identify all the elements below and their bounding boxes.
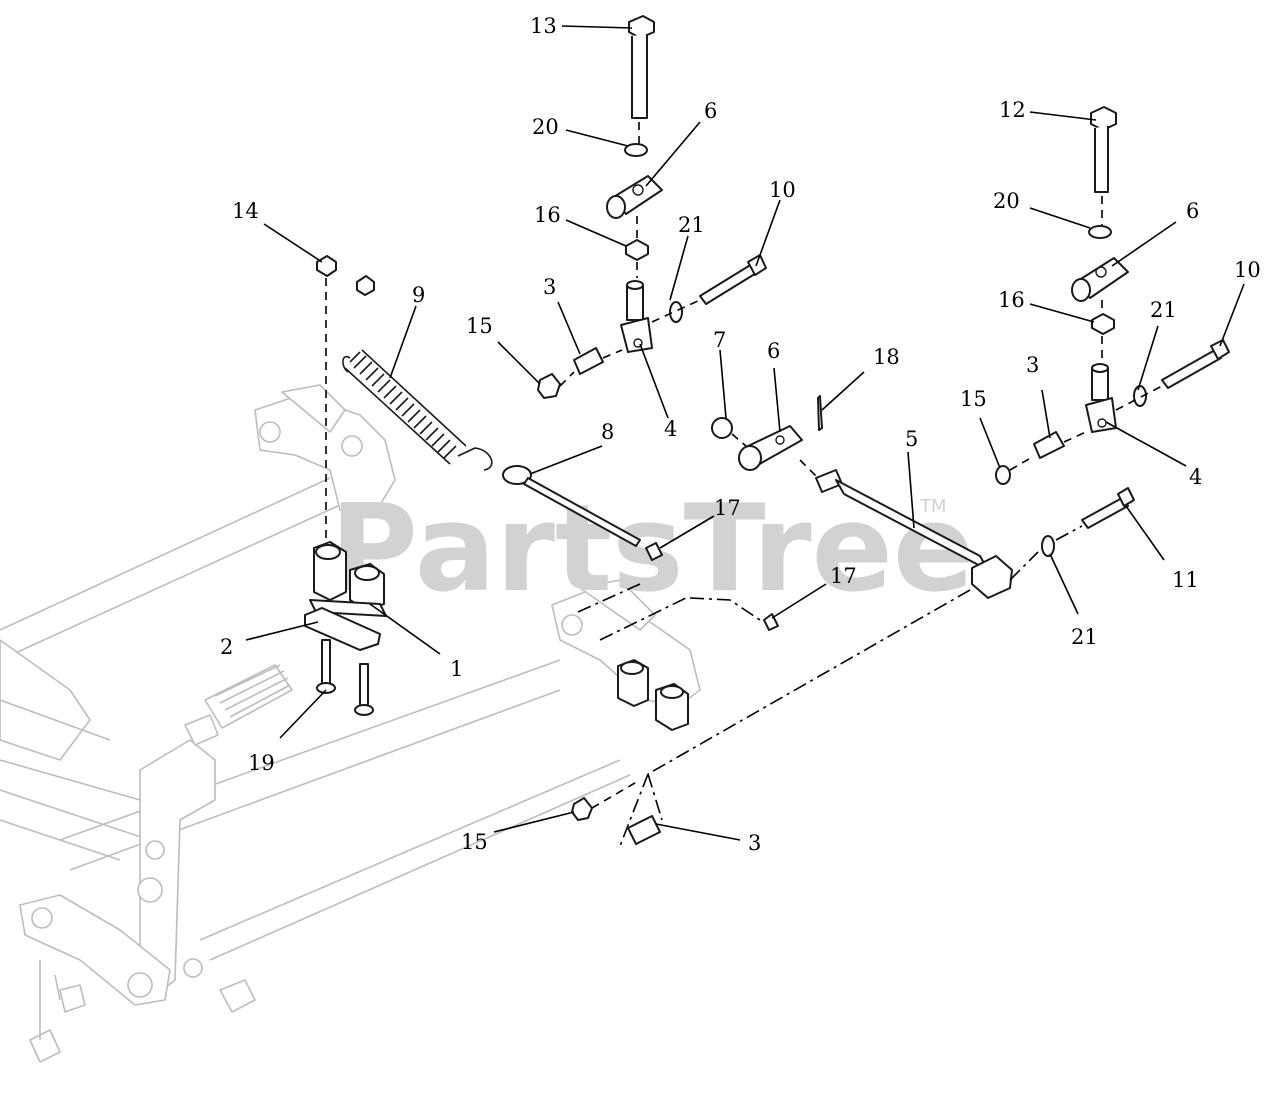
callout-7: 7 — [713, 328, 726, 352]
callout-19: 19 — [248, 751, 275, 775]
washer-20a — [624, 143, 648, 157]
spacer-3c — [627, 815, 661, 845]
callout-15-upper: 15 — [466, 314, 493, 338]
rod-8 — [502, 465, 641, 547]
nut-14b — [356, 275, 375, 296]
callout-21-upper: 21 — [678, 213, 705, 237]
callout-10-upper: 10 — [769, 178, 796, 202]
callout-6-upper: 6 — [704, 99, 717, 123]
callout-13: 13 — [530, 14, 557, 38]
lock-nut-7 — [711, 417, 733, 439]
clip-17a — [645, 542, 663, 561]
callout-14: 14 — [232, 199, 259, 223]
spring-9 — [342, 349, 493, 471]
nut-15a — [537, 373, 561, 399]
callout-16-right: 16 — [998, 288, 1025, 312]
callout-17-lower: 17 — [830, 564, 857, 588]
spacer-3a — [573, 347, 604, 375]
mower-frame — [0, 384, 701, 1063]
washer-21c — [1041, 535, 1055, 557]
washer-20b — [1088, 225, 1112, 239]
nut-14 — [316, 255, 337, 277]
callout-15-right: 15 — [960, 387, 987, 411]
callout-18: 18 — [873, 345, 900, 369]
callout-1: 1 — [450, 657, 463, 681]
callout-11: 11 — [1172, 568, 1199, 592]
pin-10a — [699, 254, 767, 305]
callout-21-lower: 21 — [1071, 625, 1098, 649]
cotter-pin-18 — [817, 395, 823, 431]
nut-16a — [625, 239, 649, 261]
washer-21a — [669, 301, 683, 323]
callout-4-right: 4 — [1189, 465, 1202, 489]
callout-17-upper: 17 — [714, 496, 741, 520]
pivot-block-6b — [738, 425, 803, 471]
parts — [304, 15, 1230, 847]
callout-15-lower: 15 — [461, 830, 488, 854]
bolt-19 — [316, 639, 374, 716]
pivot-block-6c — [1071, 257, 1129, 302]
callout-20-right: 20 — [993, 189, 1020, 213]
bolt-12 — [1090, 106, 1117, 193]
callout-21-right: 21 — [1150, 298, 1177, 322]
pin-11 — [1081, 487, 1135, 529]
callout-4-upper: 4 — [664, 417, 677, 441]
shaft-5 — [815, 469, 1013, 599]
lower-bracket-block — [617, 659, 689, 731]
callout-6-right: 6 — [1186, 199, 1199, 223]
callout-10-right: 10 — [1234, 258, 1261, 282]
callout-5: 5 — [905, 427, 918, 451]
callout-9: 9 — [412, 283, 425, 307]
spacer-3b — [1033, 431, 1065, 459]
pin-10b — [1161, 339, 1230, 389]
callout-3-right: 3 — [1026, 353, 1039, 377]
callout-3-lower: 3 — [748, 831, 761, 855]
callout-20-upper: 20 — [532, 115, 559, 139]
callout-8: 8 — [601, 420, 614, 444]
leader-lines — [245, 25, 1245, 841]
callout-labels: 13 20 6 16 21 10 14 9 3 15 4 7 6 18 8 5 … — [220, 14, 1261, 855]
bolt-13 — [628, 15, 655, 119]
callout-12: 12 — [999, 98, 1026, 122]
nut-15c — [571, 797, 593, 821]
nut-16b — [1091, 313, 1115, 335]
pivot-arm-4a — [620, 280, 653, 353]
pivot-arm-4b — [1085, 363, 1117, 433]
watermark-trademark: TM — [919, 496, 947, 517]
clip-17b — [763, 613, 779, 631]
pivot-block-6a — [606, 175, 663, 219]
callout-6-center: 6 — [767, 339, 780, 363]
nut-15b — [995, 465, 1011, 485]
callout-2: 2 — [220, 635, 233, 659]
callout-16-upper: 16 — [534, 203, 561, 227]
callout-3-upper: 3 — [543, 275, 556, 299]
